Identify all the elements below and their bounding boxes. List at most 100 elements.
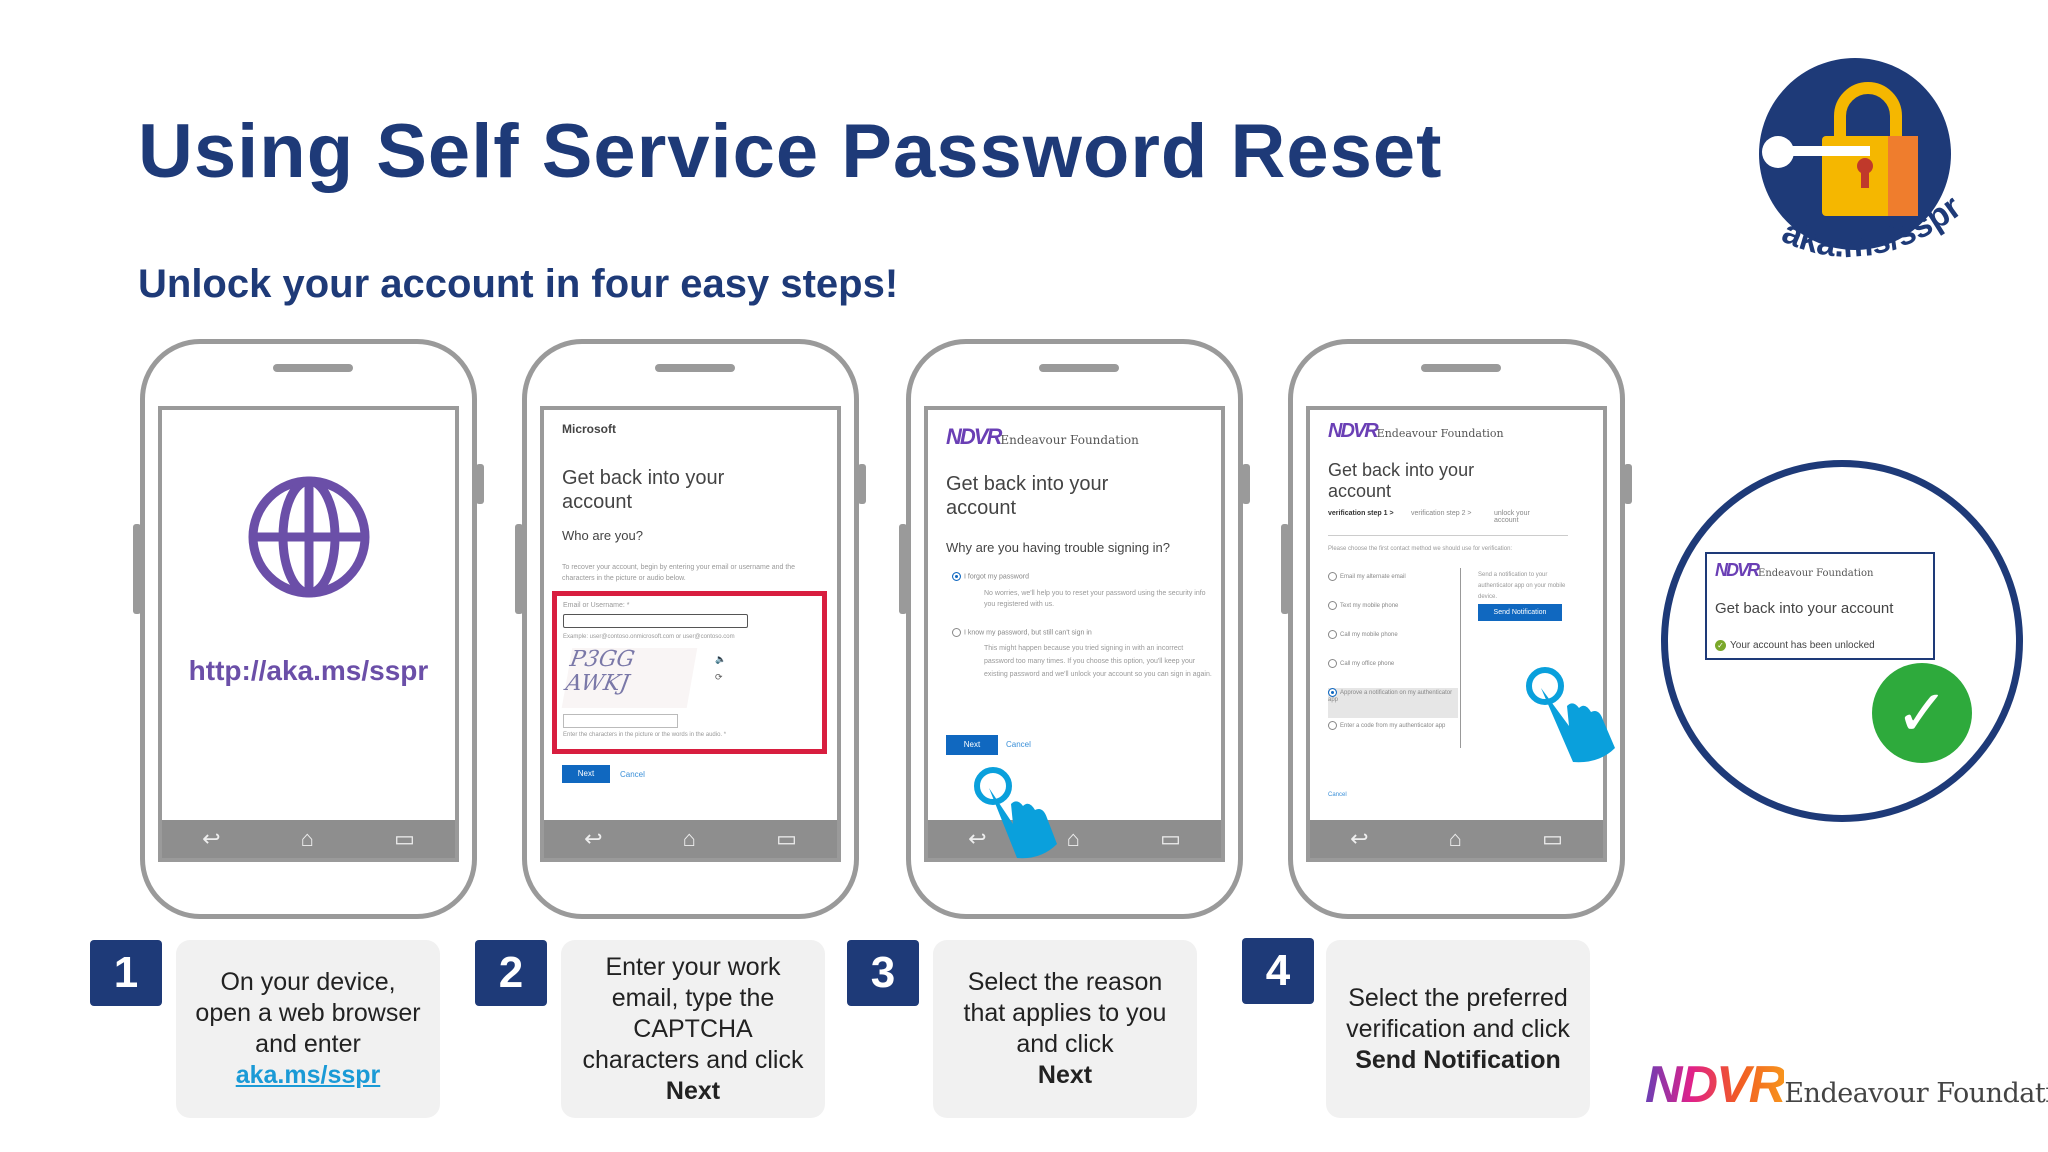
padlock-key-icon: aka.ms/sspr bbox=[1759, 58, 1968, 265]
page-title: Using Self Service Password Reset bbox=[138, 109, 1443, 194]
phone-button bbox=[515, 524, 523, 614]
phone-speaker bbox=[1039, 364, 1119, 372]
audio-icon[interactable]: 🔈 bbox=[715, 654, 727, 664]
question-text: Why are you having trouble signing in? bbox=[946, 540, 1171, 555]
ndvr-logo: NDVREndeavour Foundation bbox=[1328, 420, 1504, 442]
back-icon[interactable]: ↩ bbox=[584, 826, 603, 851]
android-nav-bar: ↩ ⌂ ▭ bbox=[928, 820, 1221, 858]
phone-button bbox=[1281, 524, 1289, 614]
phone-button bbox=[1624, 464, 1632, 504]
example-text: Example: user@contoso.onmicrosoft.com or… bbox=[563, 634, 735, 640]
option-know[interactable]: I know my password, but still can't sign… bbox=[952, 628, 1092, 637]
contact-option[interactable]: Email my alternate email bbox=[1328, 572, 1458, 601]
step-text: Select the preferred verification and cl… bbox=[1346, 983, 1570, 1043]
phone-step-4: NDVREndeavour Foundation Get back into y… bbox=[1281, 339, 1632, 919]
phone-speaker bbox=[655, 364, 735, 372]
phone-button bbox=[1242, 464, 1250, 504]
recents-icon[interactable]: ▭ bbox=[1542, 826, 1563, 851]
contact-option[interactable]: Text my mobile phone bbox=[1328, 601, 1458, 630]
phone-step-3: NDVREndeavour Foundation Get back into y… bbox=[899, 339, 1250, 919]
contact-option[interactable]: Enter a code from my authenticator app bbox=[1328, 718, 1458, 747]
ndvr-logo: NDVREndeavour Foundation bbox=[1715, 560, 1874, 580]
step-1-instructions: On your device, open a web browser and e… bbox=[176, 940, 440, 1118]
email-input[interactable] bbox=[563, 614, 748, 628]
step-tab: verification step 1 > bbox=[1328, 510, 1394, 517]
endeavour-foundation-logo: NDVREndeavour Foundation bbox=[1645, 1056, 2048, 1114]
notification-text: Send a notification to your authenticato… bbox=[1478, 572, 1566, 600]
phone-button bbox=[476, 464, 484, 504]
recents-icon[interactable]: ▭ bbox=[1160, 826, 1181, 851]
phone-step-2: Microsoft Get back into your account Who… bbox=[515, 339, 866, 919]
next-button[interactable]: Next bbox=[562, 765, 610, 783]
android-nav-bar: ↩ ⌂ ▭ bbox=[544, 820, 837, 858]
captcha-label: Enter the characters in the picture or t… bbox=[563, 732, 727, 738]
send-notification-button[interactable]: Send Notification bbox=[1478, 604, 1562, 621]
option-forgot[interactable]: I forgot my password bbox=[952, 572, 1029, 581]
screen-heading: Get back into your account bbox=[1328, 460, 1475, 501]
phone-screen: NDVREndeavour Foundation Get back into y… bbox=[1306, 406, 1607, 862]
divider bbox=[1460, 568, 1461, 748]
home-icon[interactable]: ⌂ bbox=[1448, 826, 1462, 851]
step-4-instructions: Select the preferred verification and cl… bbox=[1326, 940, 1590, 1118]
back-icon[interactable]: ↩ bbox=[1350, 826, 1369, 851]
step-2-instructions: Enter your work email, type the CAPTCHA … bbox=[561, 940, 825, 1118]
step-number: 2 bbox=[475, 940, 547, 1006]
back-icon[interactable]: ↩ bbox=[202, 826, 221, 851]
radio[interactable] bbox=[952, 628, 961, 637]
globe-icon bbox=[248, 476, 370, 598]
android-nav-bar: ↩ ⌂ ▭ bbox=[162, 820, 455, 858]
microsoft-logo-text: Microsoft bbox=[562, 422, 616, 436]
page-subtitle: Unlock your account in four easy steps! bbox=[138, 262, 899, 306]
progress-steps: verification step 1 > verification step … bbox=[1328, 510, 1568, 536]
home-icon[interactable]: ⌂ bbox=[300, 826, 314, 851]
step-number: 3 bbox=[847, 940, 919, 1006]
phone-button bbox=[858, 464, 866, 504]
android-nav-bar: ↩ ⌂ ▭ bbox=[1310, 820, 1603, 858]
phone-screen: NDVREndeavour Foundation Get back into y… bbox=[924, 406, 1225, 862]
radio-selected[interactable] bbox=[952, 572, 961, 581]
step-tab: verification step 2 > bbox=[1411, 510, 1472, 517]
recents-icon[interactable]: ▭ bbox=[394, 826, 415, 851]
contact-option[interactable]: Call my mobile phone bbox=[1328, 630, 1458, 659]
cancel-link[interactable]: Cancel bbox=[1328, 792, 1347, 798]
screen-heading: Get back into your account bbox=[562, 467, 725, 513]
recents-icon[interactable]: ▭ bbox=[776, 826, 797, 851]
phone-screen: Microsoft Get back into your account Who… bbox=[540, 406, 841, 862]
success-check-icon: ✓ bbox=[1872, 663, 1972, 763]
next-button[interactable]: Next bbox=[946, 735, 998, 755]
step-3-instructions: Select the reason that applies to you an… bbox=[933, 940, 1197, 1118]
screen-subheading: Who are you? bbox=[562, 528, 643, 543]
contact-option[interactable]: Call my office phone bbox=[1328, 659, 1458, 688]
step-bold-text: Next bbox=[1037, 1061, 1093, 1089]
contact-option-selected[interactable]: Approve a notification on my authenticat… bbox=[1328, 688, 1458, 718]
step-number: 1 bbox=[90, 940, 162, 1006]
tap-hand-icon bbox=[1526, 667, 1615, 763]
step-bold-text: Next bbox=[665, 1076, 721, 1105]
step-text: On your device, open a web browser and e… bbox=[195, 968, 421, 1058]
back-icon[interactable]: ↩ bbox=[968, 826, 987, 851]
phone-step-1: http://aka.ms/sspr ↩ ⌂ ▭ bbox=[133, 339, 484, 919]
prompt-text: Please choose the first contact method w… bbox=[1328, 546, 1513, 552]
cancel-link[interactable]: Cancel bbox=[1006, 740, 1031, 749]
email-label: Email or Username: * bbox=[563, 602, 630, 609]
phone-speaker bbox=[273, 364, 353, 372]
step-number: 4 bbox=[1242, 938, 1314, 1004]
intro-text: To recover your account, begin by enteri… bbox=[562, 564, 796, 582]
step-text: Enter your work email, type the CAPTCHA … bbox=[582, 952, 804, 1074]
highlight-box: Email or Username: * Example: user@conto… bbox=[552, 591, 827, 754]
captcha-input[interactable] bbox=[563, 714, 678, 728]
cancel-link[interactable]: Cancel bbox=[620, 770, 645, 779]
home-icon[interactable]: ⌂ bbox=[1066, 826, 1080, 851]
phone-button bbox=[899, 524, 907, 614]
refresh-icon[interactable]: ⟳ bbox=[715, 672, 723, 682]
sspr-link[interactable]: aka.ms/sspr bbox=[235, 1061, 381, 1089]
unlocked-message: ✓Your account has been unlocked bbox=[1715, 640, 1875, 651]
phone-speaker bbox=[1421, 364, 1501, 372]
ndvr-logo: NDVREndeavour Foundation bbox=[946, 424, 1139, 449]
url-text[interactable]: http://aka.ms/sspr bbox=[188, 655, 429, 686]
step-text: Select the reason that applies to you an… bbox=[963, 968, 1167, 1058]
option-desc: No worries, we'll help you to reset your… bbox=[984, 590, 1206, 608]
contact-options: Email my alternate email Text my mobile … bbox=[1328, 572, 1458, 747]
card-heading: Get back into your account bbox=[1715, 600, 1894, 617]
home-icon[interactable]: ⌂ bbox=[682, 826, 696, 851]
